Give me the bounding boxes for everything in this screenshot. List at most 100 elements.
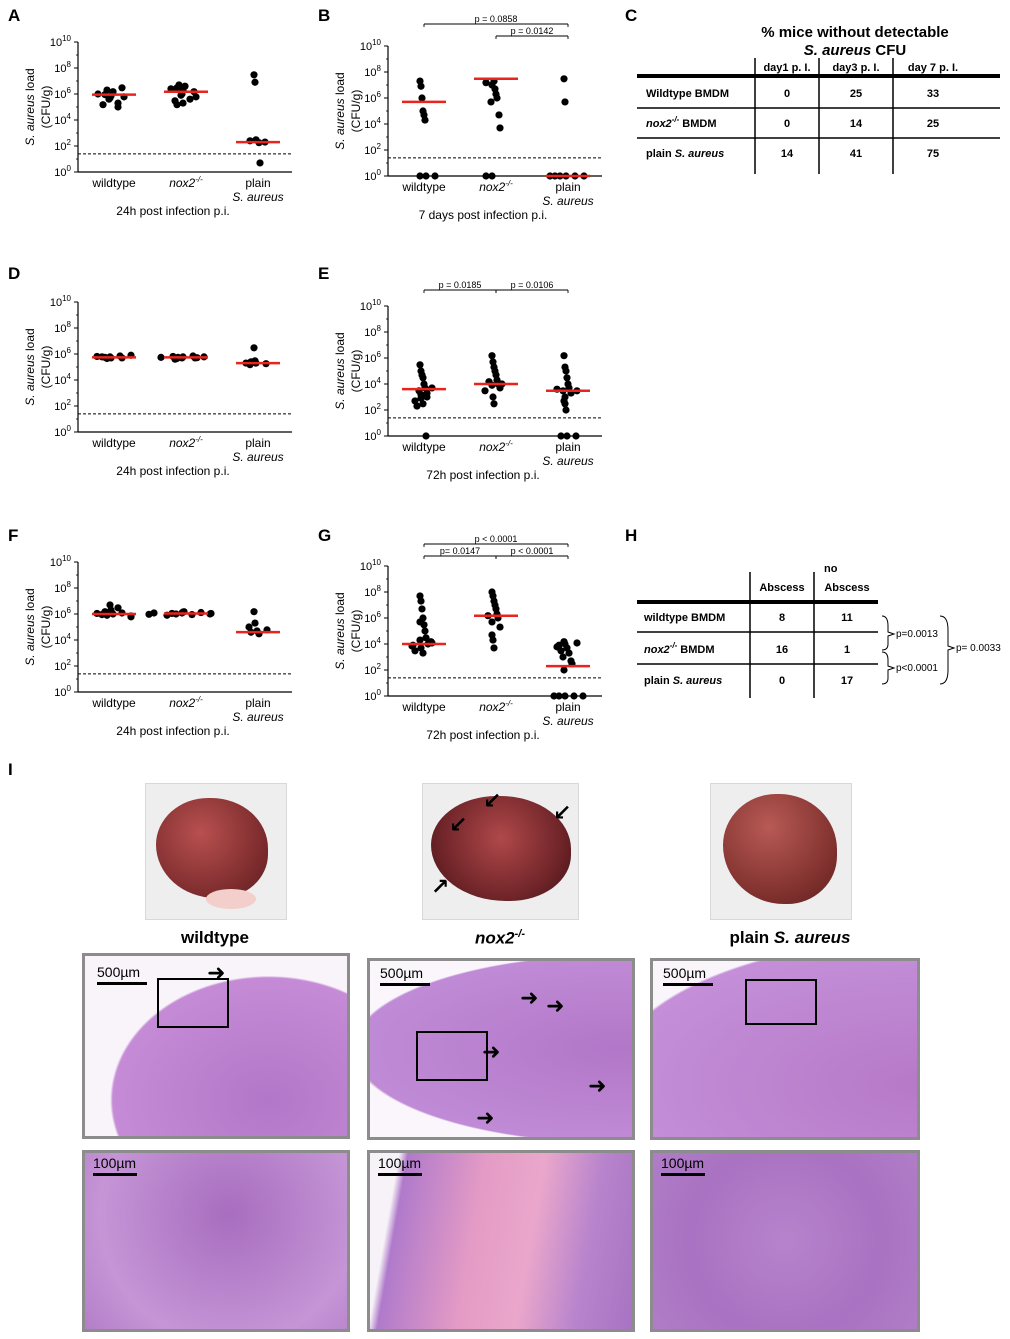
table-h: Abscess no Abscess wildtype BMDM nox2-/-… [637,563,1001,698]
table-c-cell: 14 [781,148,794,160]
lesion-arrow-icon: ➜ [207,960,226,985]
data-point [562,406,570,414]
histo-label-wildtype: wildtype [180,928,249,947]
table-c-cell: 14 [850,118,863,130]
histo-label-plain-italic: S. aureus [773,928,851,947]
y-tick-label: 108 [54,60,71,75]
y-tick-label: 108 [364,64,381,79]
scale-bar-label: 500µm [380,965,424,981]
x-axis-label: 72h post infection p.i. [426,728,539,742]
zoom-region-box [745,979,817,1025]
x-axis-label: 72h post infection p.i. [426,468,539,482]
table-h-row-plain: plain S. aureus [644,675,722,687]
table-c-cell: 75 [927,148,939,160]
panel-letter-e: E [318,264,330,283]
data-point [560,75,568,83]
y-tick-label: 106 [54,606,71,621]
y-tick-label: 104 [54,372,71,387]
y-tick-label: 1010 [360,298,382,313]
y-tick-label: 104 [364,376,381,391]
table-c-row-nox2-suffix: BMDM [679,118,716,130]
table-h-row-nox2-suffix: BMDM [677,644,714,656]
x-axis-label: 24h post infection p.i. [116,464,229,478]
y-tick-label: 108 [54,320,71,335]
table-c-cell: 25 [850,88,862,100]
significance-p-value: p = 0.0858 [475,14,518,24]
table-c-row-nox2: nox2-/- BMDM [646,115,717,130]
category-label-wildtype: wildtype [401,700,446,714]
table-h-cell: 16 [776,644,788,656]
y-axis-label: S. aureus load [333,332,347,409]
y-tick-label: 102 [364,662,381,677]
data-point [157,353,165,361]
significance-p-value: p < 0.0001 [511,546,554,556]
zoom-region-box [416,1031,488,1081]
table-c-cell: 0 [784,88,790,100]
y-tick-label: 106 [364,90,381,105]
panel-letter-f: F [8,526,19,545]
category-label-saureus: S. aureus [232,710,283,724]
table-h-cell: 0 [779,675,785,687]
histo-label-plain: plain S. aureus [680,928,900,948]
data-point [489,393,497,401]
significance-p-value: p = 0.0185 [439,280,482,290]
scale-bar: 100µm [661,1155,705,1176]
scale-bar: 500µm [380,965,430,986]
table-c-cell: 0 [784,118,790,130]
data-point [557,432,565,440]
scale-bar-label: 500µm [97,964,141,980]
lesion-arrow-icon: ➜ [546,993,565,1018]
data-point [496,124,504,132]
data-point [186,95,194,103]
data-point [559,653,567,661]
data-point [416,618,424,626]
table-h-cell: 1 [844,644,850,656]
table-h-pvalue-1: p=0.0013 [896,629,938,640]
category-label-plain: plain [555,180,580,194]
y-axis-label: S. aureus load [23,68,37,145]
data-point [250,344,258,352]
zoom-region-box [157,978,229,1028]
y-tick-label: 106 [364,610,381,625]
data-point [573,639,581,647]
data-point [421,627,429,635]
y-tick-label: 1010 [360,558,382,573]
histology-wildtype-low: 500µm ➜ [82,953,350,1139]
y-tick-label: 106 [364,350,381,365]
scale-bar: 500µm [663,965,713,986]
data-point [251,619,259,627]
data-point [418,94,426,102]
data-point [493,94,501,102]
data-point [114,103,122,111]
data-point [175,81,183,89]
x-axis-label: 7 days post infection p.i. [419,208,548,222]
data-point [192,93,200,101]
category-label-saureus: S. aureus [542,714,593,728]
category-label-plain: plain [245,176,270,190]
panel-letter-h: H [625,526,638,545]
data-point [181,82,189,90]
category-label-nox2: nox2-/- [169,435,203,450]
y-axis-label-units: (CFU/g) [349,350,363,393]
scale-bar-label: 100µm [661,1155,705,1171]
panel-letter-a: A [8,6,21,25]
data-point [488,352,496,360]
table-c: day1 p. I. day3 p. I. day 7 p. I. Wildty… [637,58,1000,174]
data-point [419,649,427,657]
y-tick-label: 104 [364,116,381,131]
table-c-row-wildtype: Wildtype BMDM [646,88,729,100]
x-axis-label: 24h post infection p.i. [116,204,229,218]
data-point [496,623,504,631]
data-point [250,608,258,616]
y-tick-label: 100 [364,428,381,443]
data-point [579,692,587,700]
histology-wildtype-high: 100µm [82,1150,350,1332]
y-axis-label-units: (CFU/g) [39,606,53,649]
category-label-nox2: nox2-/- [479,699,513,714]
data-point [250,71,258,79]
table-c-title-line1: % mice without detectable [761,24,949,41]
table-c-title: % mice without detectable S. aureus CFU [700,24,1010,60]
